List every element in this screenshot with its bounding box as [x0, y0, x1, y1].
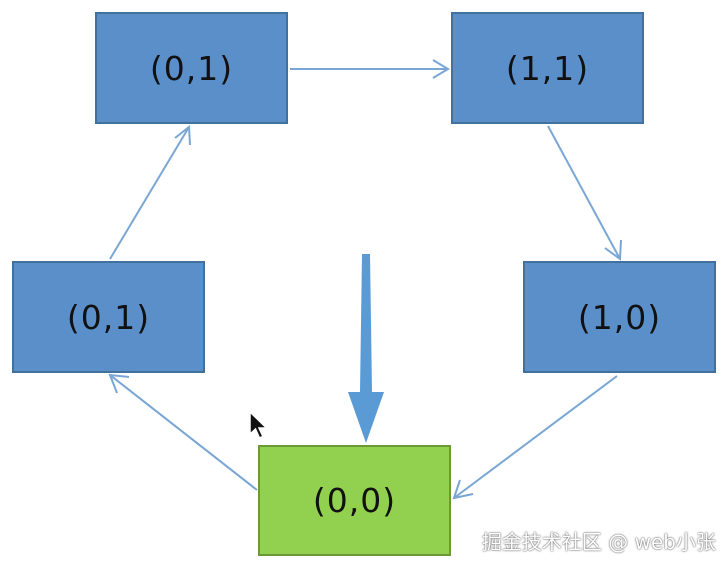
state-box-top-right: (1,1): [451, 12, 644, 124]
arrow-mid-left-to-top-left: [109, 125, 191, 260]
state-label: (0,1): [149, 48, 234, 88]
arrow-top-left-to-top-right: [290, 59, 450, 79]
arrow-bottom-to-mid-left: [108, 373, 258, 491]
state-box-mid-left: (0,1): [12, 261, 205, 373]
arrow-mid-right-to-bottom: [452, 375, 618, 500]
state-label: (1,1): [505, 48, 590, 88]
arrow-top-right-to-mid-right: [547, 125, 622, 261]
state-label: (1,0): [577, 297, 662, 337]
state-box-bottom-initial: (0,0): [258, 445, 451, 556]
watermark: 掘金技术社区 @ web小张: [481, 530, 716, 554]
state-label: (0,0): [312, 481, 397, 520]
big-down-arrow: [348, 254, 384, 443]
mouse-pointer-icon: [248, 410, 270, 447]
state-label: (0,1): [66, 297, 151, 337]
state-box-mid-right: (1,0): [523, 261, 716, 373]
state-box-top-left: (0,1): [95, 12, 288, 124]
